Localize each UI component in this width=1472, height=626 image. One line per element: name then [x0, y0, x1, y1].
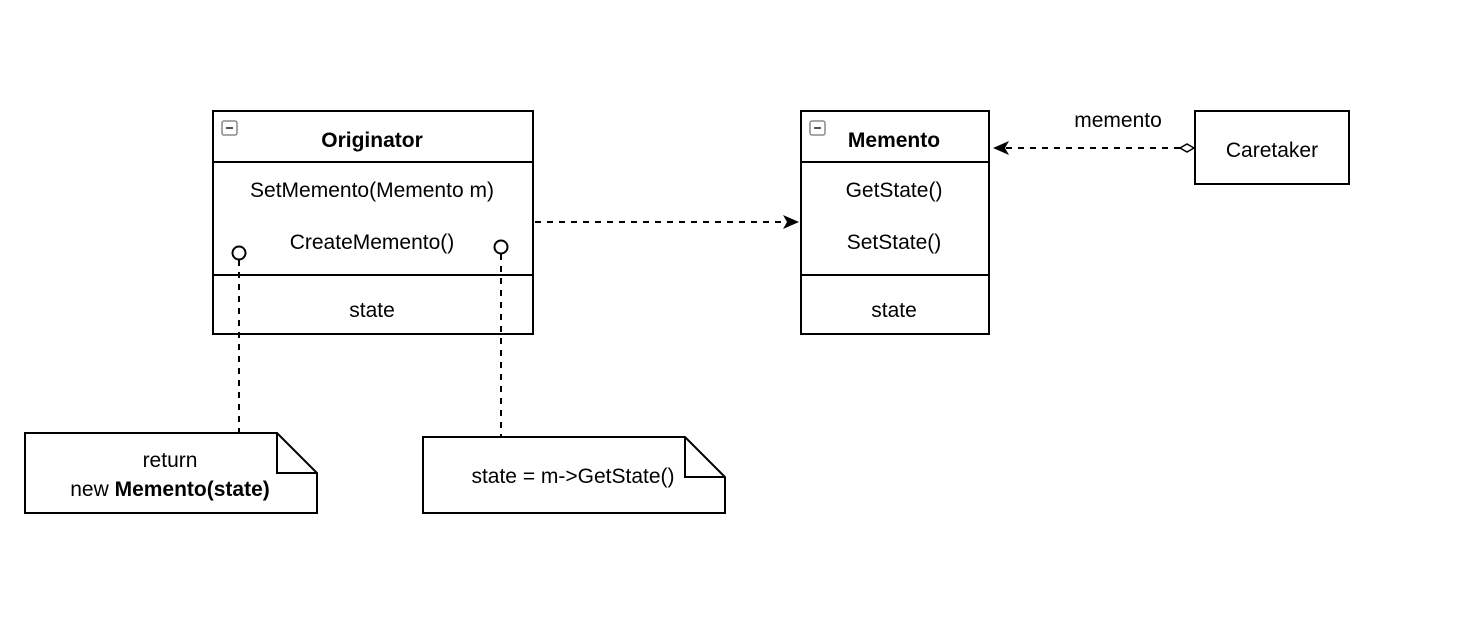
association-label: memento: [1074, 109, 1162, 132]
memento-class[interactable]: Memento GetState() SetState() state: [800, 110, 990, 335]
note-create-line1: return: [143, 449, 198, 472]
note-create-memento[interactable]: return new Memento(state): [24, 432, 318, 514]
originator-title: Originator: [321, 129, 423, 152]
memento-title: Memento: [848, 129, 940, 152]
memento-method-setstate: SetState(): [847, 231, 942, 254]
caretaker-class[interactable]: Caretaker: [1194, 110, 1350, 185]
memento-method-getstate: GetState(): [846, 179, 943, 202]
originator-attribute-state: state: [349, 299, 395, 322]
originator-method-setmemento: SetMemento(Memento m): [250, 179, 494, 202]
aggregation-diamond-icon: [1178, 143, 1196, 153]
memento-attribute-state: state: [871, 299, 917, 322]
aggregation-arrow[interactable]: [993, 141, 1196, 155]
note-set-memento[interactable]: state = m->GetState(): [422, 436, 726, 514]
note-set-text: state = m->GetState(): [471, 465, 674, 488]
note-connector-set: [493, 239, 509, 436]
collapse-icon[interactable]: [221, 120, 238, 136]
note-connector-create: [231, 245, 247, 432]
collapse-icon[interactable]: [809, 120, 826, 136]
originator-method-creatememento: CreateMemento(): [290, 231, 455, 254]
caretaker-title: Caretaker: [1226, 139, 1318, 162]
note-create-line2: new Memento(state): [70, 478, 270, 501]
originator-class[interactable]: Originator SetMemento(Memento m) CreateM…: [212, 110, 534, 335]
